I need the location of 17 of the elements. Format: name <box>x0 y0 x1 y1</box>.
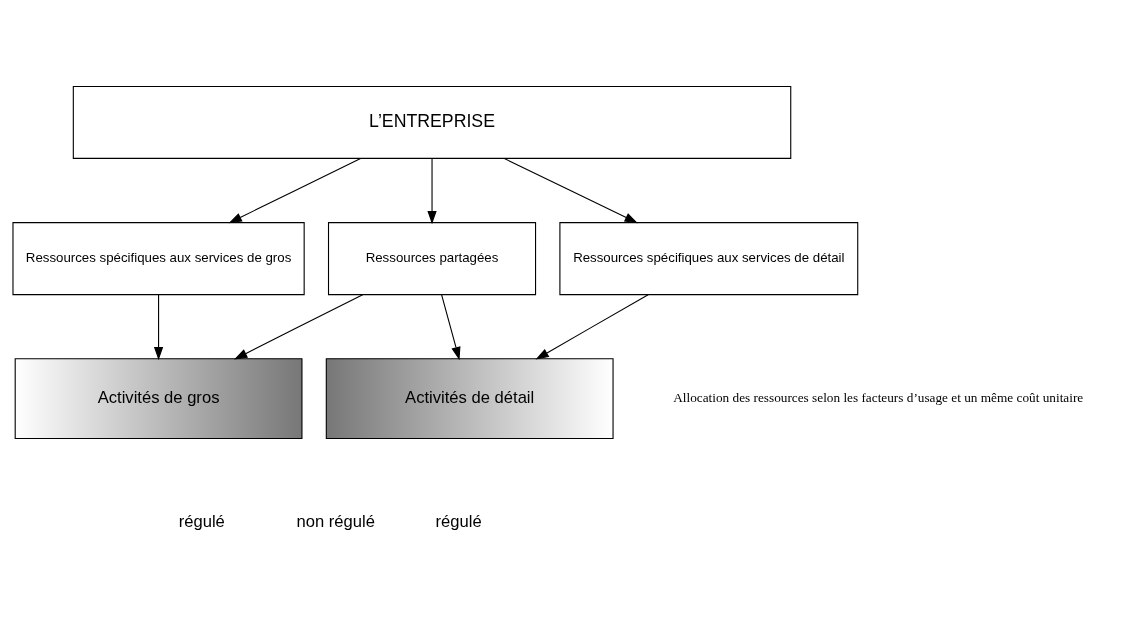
node-box: Ressources partagées <box>327 221 537 295</box>
arrow <box>228 157 362 223</box>
arrow <box>441 293 461 360</box>
arrow <box>535 293 649 360</box>
arrow <box>427 157 437 224</box>
label: régulé <box>435 511 482 531</box>
node-box: L’ENTREPRISE <box>72 85 792 159</box>
node-box: Ressources spécifiques aux services de gros <box>12 221 305 295</box>
arrow <box>153 293 164 360</box>
node-box: Activités de détail <box>325 357 614 439</box>
node-box: Activités de gros <box>14 357 303 439</box>
arrow <box>503 157 638 223</box>
label: Allocation des ressources selon les facteurs d’usage et un même coût unitaire <box>673 389 1084 405</box>
node-box: Ressources spécifiques aux services de détail <box>559 221 859 295</box>
arrow <box>234 293 364 359</box>
label: régulé <box>178 511 225 531</box>
label: non régulé <box>296 511 375 531</box>
